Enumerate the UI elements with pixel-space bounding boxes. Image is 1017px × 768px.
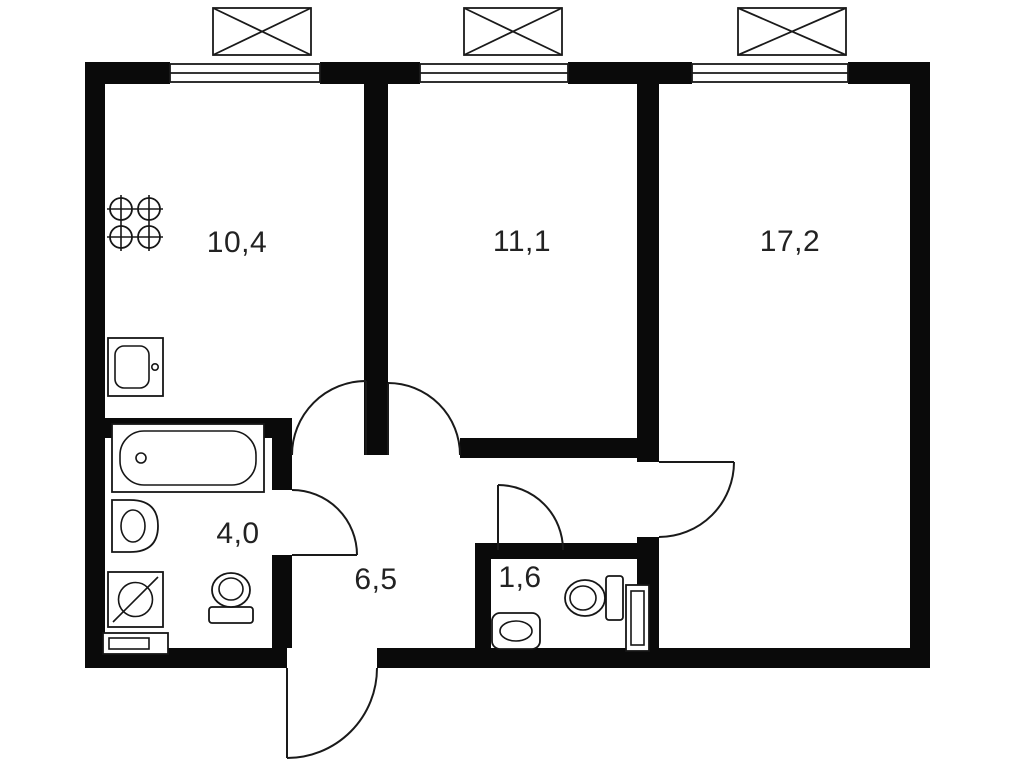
toilet-tank: [605, 575, 624, 621]
door-kitchen: [291, 380, 367, 456]
window-icon: [169, 7, 321, 83]
door-bathroom: [291, 489, 358, 556]
wall-left: [85, 62, 105, 668]
washbasin-bowl: [499, 620, 533, 642]
doors: [286, 380, 735, 759]
wall-wc-left: [475, 543, 491, 648]
door-swing-arc: [291, 489, 358, 556]
window-cross-diagonal: [737, 7, 847, 56]
sink-drain: [151, 362, 160, 371]
room-area-label-hallway: 6,5: [354, 563, 397, 596]
toilet-bowl-inner: [218, 577, 244, 601]
door-room1: [387, 382, 461, 456]
bathtub-icon: [111, 423, 265, 493]
bathtub-outline: [111, 423, 265, 493]
cabinet-icon: [102, 632, 169, 655]
washing-machine-slash: [112, 576, 159, 623]
door-swing-arc: [387, 382, 461, 456]
washbasin-outline: [111, 499, 159, 553]
door-swing-arc: [497, 484, 564, 551]
wall-room1-room2: [637, 84, 659, 462]
washbasin-icon: [111, 499, 159, 553]
washing-machine-icon: [107, 571, 164, 628]
room-labels: 10,4 11,1 17,2 4,0 6,5 1,6: [207, 225, 820, 596]
window-cross-diagonal: [463, 7, 563, 56]
kitchen-sink-icon: [107, 337, 164, 397]
sink-basin: [114, 345, 150, 389]
wc-washbasin-icon: [491, 612, 541, 650]
wall-top-segment: [320, 62, 420, 84]
washbasin-bowl: [120, 509, 146, 543]
room-area-label-room2: 17,2: [760, 225, 820, 258]
shaft-inner: [630, 590, 645, 646]
shaft-outline: [625, 584, 650, 652]
stove-icon: [107, 195, 163, 251]
room-area-label-room1: 11,1: [493, 225, 551, 258]
window-icon: [691, 7, 849, 83]
door-swing-arc: [291, 380, 367, 456]
ventilation-shaft-icon: [625, 584, 650, 652]
washing-machine-drum: [117, 581, 154, 618]
windows: [169, 7, 849, 83]
wall-wc-top: [475, 543, 637, 559]
bathtub-basin: [119, 430, 257, 486]
door-room2: [658, 461, 735, 538]
room-area-label-wc: 1,6: [498, 561, 541, 594]
cabinet-inner: [108, 637, 150, 650]
toilet-tank: [208, 606, 254, 624]
cabinet-outline: [102, 632, 169, 655]
room-area-label-kitchen: 10,4: [207, 226, 267, 259]
wall-room1-hall: [460, 438, 659, 458]
door-swing-arc: [286, 667, 378, 759]
bathroom-toilet-icon: [208, 572, 254, 624]
window-cross-diagonal: [212, 7, 312, 56]
wc-toilet-icon: [564, 575, 624, 621]
bathtub-drain: [135, 452, 147, 464]
washbasin-outline: [491, 612, 541, 650]
sink-outline: [107, 337, 164, 397]
window-icon: [419, 7, 569, 83]
wall-top-segment: [568, 62, 692, 84]
wall-right: [910, 62, 930, 668]
wall-top-segment: [848, 62, 930, 84]
wall-bathroom-right: [272, 555, 292, 648]
wall-bathroom-right: [272, 418, 292, 490]
door-wc: [497, 484, 564, 551]
toilet-bowl-inner: [569, 585, 597, 611]
room-area-label-bathroom: 4,0: [216, 517, 259, 550]
wall-kitchen-room1: [364, 84, 388, 455]
door-swing-arc: [658, 461, 735, 538]
door-entrance: [286, 667, 378, 759]
wall-top-segment: [85, 62, 170, 84]
